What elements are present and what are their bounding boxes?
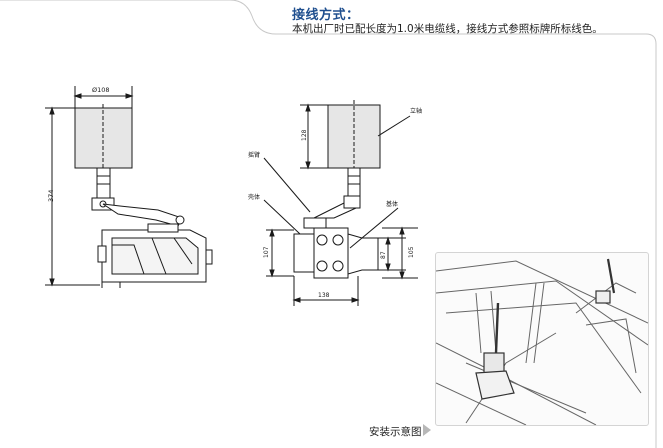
label-housing: 壳体 bbox=[248, 193, 260, 201]
section-title: 接线方式： bbox=[292, 8, 360, 23]
dimension-107: 107 bbox=[263, 246, 270, 258]
dimension-87: 87 bbox=[380, 251, 387, 259]
label-rocker-arm: 摇臂 bbox=[248, 151, 260, 159]
dimension-diameter: Ø108 bbox=[92, 86, 110, 94]
installation-sketch bbox=[435, 252, 649, 426]
dimension-138: 138 bbox=[318, 292, 330, 299]
label-vertical-shaft: 立轴 bbox=[410, 107, 422, 115]
label-base: 基体 bbox=[386, 200, 398, 208]
wiring-description: 本机出厂时已配长度为1.0米电缆线，接线方式参照标牌所标线色。 bbox=[292, 23, 603, 35]
dimension-height: 374 bbox=[47, 190, 55, 202]
play-arrow-icon[interactable] bbox=[423, 424, 431, 436]
front-view-drawing: 128 107 87 105 138 立轴 摇臂 壳体 基体 bbox=[248, 100, 422, 306]
photo-caption: 安装示意图 bbox=[369, 426, 422, 438]
side-view-drawing: Ø108 374 bbox=[45, 86, 213, 288]
dimension-105: 105 bbox=[408, 246, 415, 258]
dimension-128: 128 bbox=[301, 129, 308, 141]
